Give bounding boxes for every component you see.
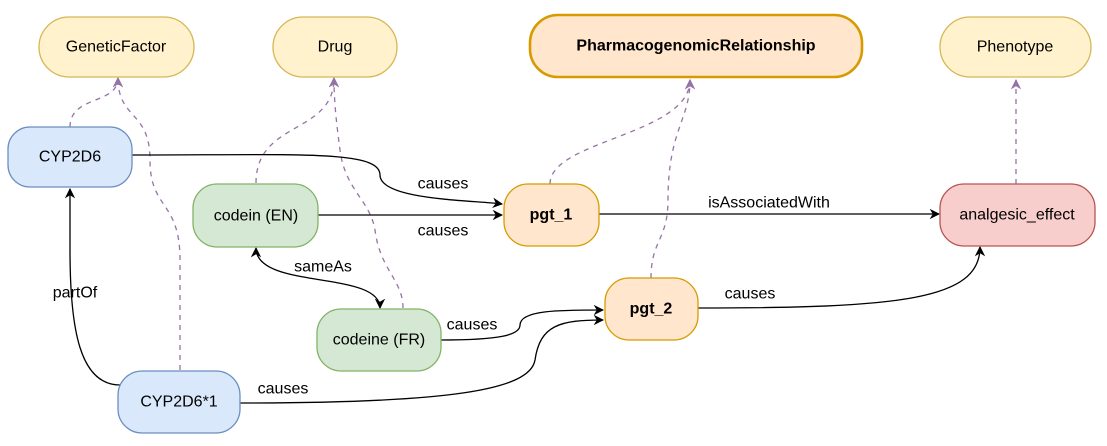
edge-label-cyp2d6-causes-pgt1: causes [418, 176, 469, 193]
relation-edges [64, 153, 986, 404]
type-edge-cyp2d6-geneticfactor [69, 76, 124, 128]
edge-label-codein-causes-pgt1: causes [418, 223, 469, 240]
node-cyp2d6-1[interactable]: CYP2D6*1 [117, 370, 241, 434]
edge-cyp2d6-causes-pgt1 [131, 153, 504, 209]
edge-label-sameas: sameAs [294, 259, 352, 276]
node-label: pgt_2 [630, 301, 673, 318]
edge-labels: causes causes isAssociatedWith sameAs ca… [53, 176, 830, 398]
type-edge-cyp2d6-1-geneticfactor [112, 76, 181, 370]
node-label: analgesic_effect [959, 207, 1075, 224]
type-edge-codein-drug [255, 76, 340, 184]
class-node-drug[interactable]: Drug [272, 16, 398, 78]
class-node-geneticfactor[interactable]: GeneticFactor [38, 16, 195, 78]
type-edge-pgt2-relationship [650, 78, 696, 279]
node-codeine-fr[interactable]: codeine (FR) [316, 308, 442, 372]
class-node-pharmacogenomic-relationship[interactable]: PharmacogenomicRelationship [528, 13, 864, 79]
node-codein-en[interactable]: codein (EN) [192, 183, 319, 248]
edge-pgt2-causes-analgesic [697, 245, 986, 309]
edge-codein-sameas-codeine [250, 246, 386, 310]
edge-label-partof: partOf [53, 285, 98, 302]
edge-label-pgt2-causes-analgesic: causes [725, 286, 776, 303]
node-label: GeneticFactor [66, 39, 167, 56]
node-pgt-1[interactable]: pgt_1 [503, 183, 600, 247]
edge-label-cyp2d6-1-causes-pgt2: causes [258, 381, 309, 398]
node-pgt-2[interactable]: pgt_2 [604, 277, 699, 341]
type-edge-pgt1-relationship [549, 78, 696, 185]
node-label: Phenotype [977, 39, 1054, 56]
edge-cyp2d6-1-causes-pgt2 [239, 314, 605, 404]
node-label: PharmacogenomicRelationship [576, 38, 815, 55]
edge-codeine-causes-pgt2 [440, 304, 605, 341]
node-cyp2d6[interactable]: CYP2D6 [7, 126, 133, 188]
type-edges [69, 76, 1022, 370]
edge-label-pgt1-associated-analgesic: isAssociatedWith [708, 195, 830, 212]
node-label: pgt_1 [530, 207, 573, 224]
edge-cyp2d6-1-partof-cyp2d6 [64, 187, 121, 386]
class-node-phenotype[interactable]: Phenotype [939, 16, 1092, 78]
type-edge-codeine-drug [328, 76, 404, 309]
node-label: CYP2D6 [39, 149, 101, 166]
edge-label-codeine-causes-pgt2: causes [447, 317, 498, 334]
node-label: CYP2D6*1 [140, 394, 217, 411]
node-label: codein (EN) [214, 208, 298, 225]
node-label: codeine (FR) [333, 332, 425, 349]
node-label: Drug [318, 39, 353, 56]
node-analgesic-effect[interactable]: analgesic_effect [939, 183, 1096, 247]
